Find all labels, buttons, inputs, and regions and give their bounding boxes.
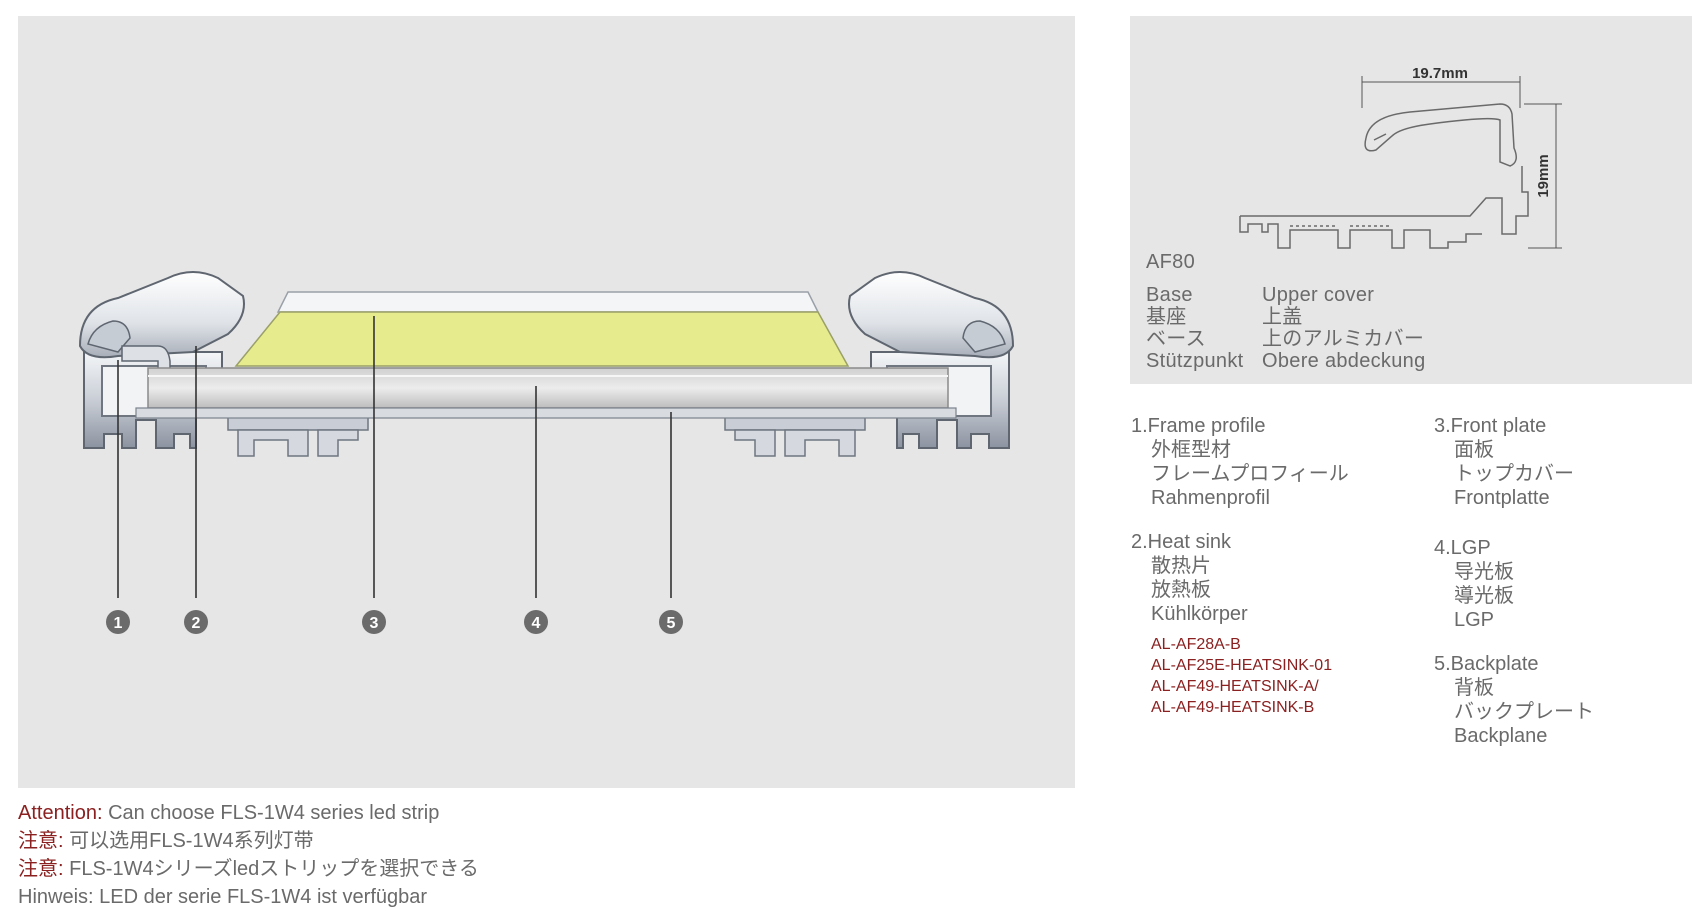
profile-panel: 19.7mm 19mm AF80 Base 基座 ベース Stützpunkt … <box>1130 16 1692 384</box>
legend-front-plate: 3.Front plate 面板 トップカバー Frontplatte <box>1434 415 1574 509</box>
attention-de: Hinweis: LED der serie FLS-1W4 ist verfü… <box>18 886 428 908</box>
marker-4: 4 <box>524 610 548 634</box>
cover-label-en: Upper cover <box>1262 284 1375 306</box>
attention-ja: 注意: FLS-1W4シリーズledストリップを選択できる <box>18 858 479 880</box>
cover-label-de: Obere abdeckung <box>1262 350 1426 372</box>
base-label-zh: 基座 <box>1146 306 1187 328</box>
legend-heat-sink: 2.Heat sink 散热片 放熱板 Kühlkörper AL-AF28A-… <box>1131 530 1431 718</box>
af80-profile-drawing: 19.7mm 19mm <box>1239 65 1562 249</box>
base-label-de: Stützpunkt <box>1146 350 1244 372</box>
lgp-panel <box>147 367 949 409</box>
legend-lgp: 4.LGP 导光板 導光板 LGP <box>1434 537 1514 631</box>
dimension-width: 19.7mm <box>1412 65 1468 82</box>
attention-zh: 注意: 可以选用FLS-1W4系列灯带 <box>18 830 314 852</box>
profile-outline <box>1239 103 1529 249</box>
heatsink-code: AL-AF25E-HEATSINK-01 <box>1151 657 1333 674</box>
svg-text:4: 4 <box>532 615 541 632</box>
cover-label-zh: 上盖 <box>1262 306 1303 328</box>
base-label-en: Base <box>1146 284 1193 306</box>
svg-text:2: 2 <box>192 615 201 632</box>
front-plate <box>234 311 850 367</box>
marker-2: 2 <box>184 610 208 634</box>
profile-model: AF80 <box>1146 251 1196 273</box>
attention-en: Attention: Can choose FLS-1W4 series led… <box>18 802 440 824</box>
heatsink-code: AL-AF28A-B <box>1151 636 1241 653</box>
cross-section-panel: 1 2 3 4 5 <box>18 16 1075 788</box>
cross-section-drawing: 1 2 3 4 5 <box>78 271 1015 634</box>
base-label-ja: ベース <box>1146 328 1206 350</box>
legend-backplate: 5.Backplate 背板 バックプレート Backplane <box>1434 653 1594 747</box>
dimension-lines <box>1361 76 1562 249</box>
front-plate-top <box>276 291 820 313</box>
backplate <box>135 407 957 419</box>
svg-text:5: 5 <box>667 615 676 632</box>
svg-text:3: 3 <box>370 615 379 632</box>
heatsink-code: AL-AF49-HEATSINK-A/ <box>1151 678 1319 695</box>
marker-3: 3 <box>362 610 386 634</box>
svg-text:1: 1 <box>114 615 123 632</box>
marker-1: 1 <box>106 610 130 634</box>
marker-5: 5 <box>659 610 683 634</box>
cover-label-ja: 上のアルミカバー <box>1262 328 1425 350</box>
heatsink-code: AL-AF49-HEATSINK-B <box>1151 699 1315 716</box>
leader-lines <box>117 316 672 598</box>
dimension-height: 19mm <box>1535 154 1552 197</box>
legend-frame-profile: 1.Frame profile 外框型材 フレームプロフィール Rahmenpr… <box>1131 415 1349 509</box>
